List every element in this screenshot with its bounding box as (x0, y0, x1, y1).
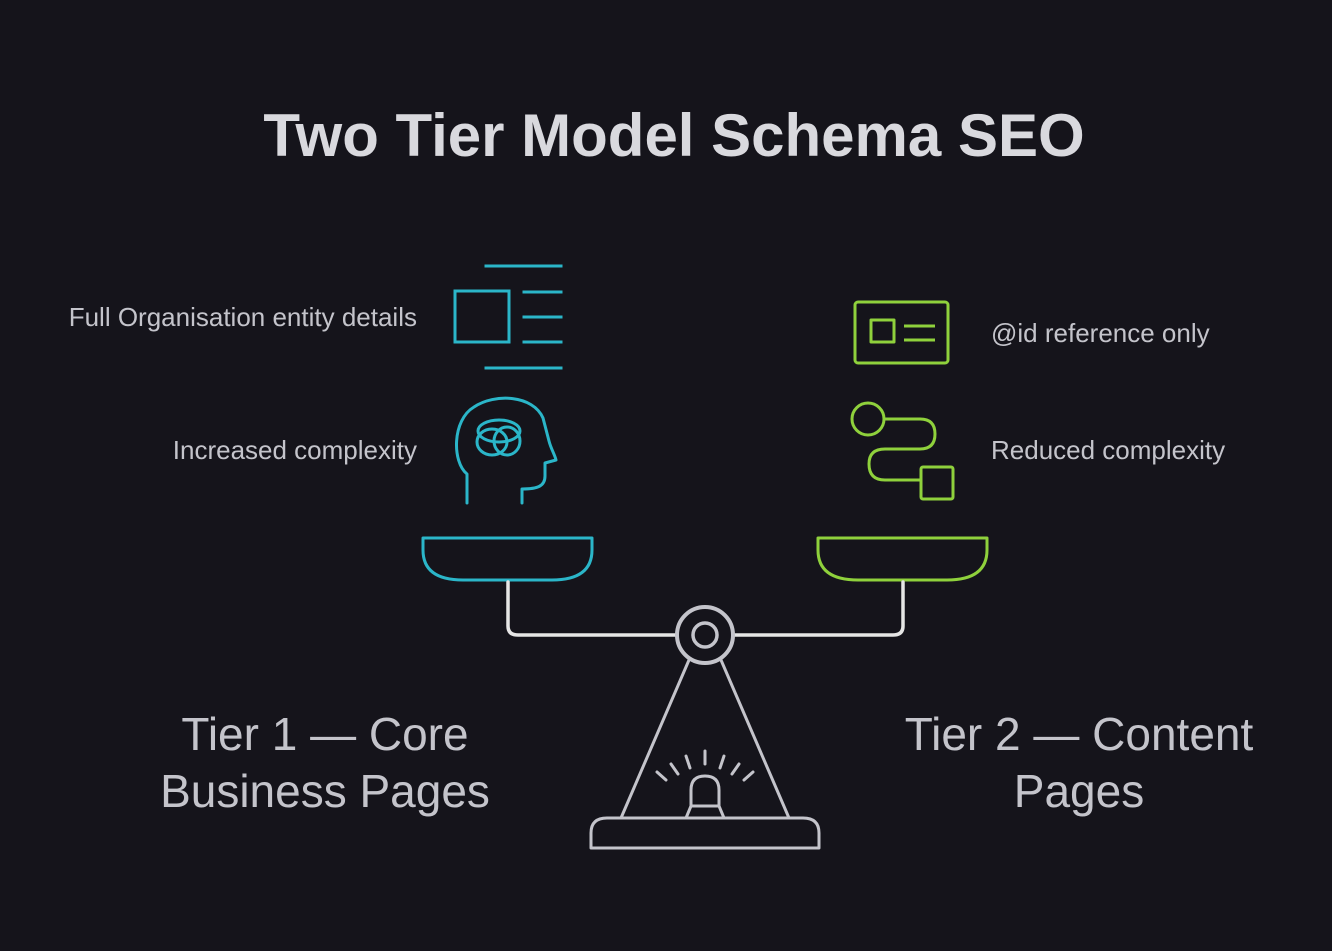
tier1-pan (423, 538, 592, 580)
brain-head-icon (457, 398, 556, 503)
tier1-name-line2: Business Pages (160, 765, 490, 817)
scale-light (686, 776, 724, 818)
scale-stand (621, 660, 789, 818)
tier2-feature-1-label: @id reference only (991, 318, 1210, 348)
diagram-title: Two Tier Model Schema SEO (263, 102, 1084, 169)
tier2-pan (818, 538, 987, 580)
tier2-name-line1: Tier 2 — Content (905, 708, 1254, 760)
tier1-feature-1-label: Full Organisation entity details (69, 302, 417, 332)
balance-scale-icon (423, 538, 987, 848)
scale-pivot-outer (677, 607, 733, 663)
tier2-feature-2-label: Reduced complexity (991, 435, 1225, 465)
document-layout-icon (455, 266, 561, 368)
scale-base (591, 818, 819, 848)
flow-path-icon (852, 403, 953, 499)
scale-pivot-inner (693, 623, 717, 647)
tier1-name-line1: Tier 1 — Core (181, 708, 468, 760)
tier1-feature-2-label: Increased complexity (173, 435, 417, 465)
tier2-name-line2: Pages (1014, 765, 1144, 817)
id-card-icon (855, 302, 948, 363)
